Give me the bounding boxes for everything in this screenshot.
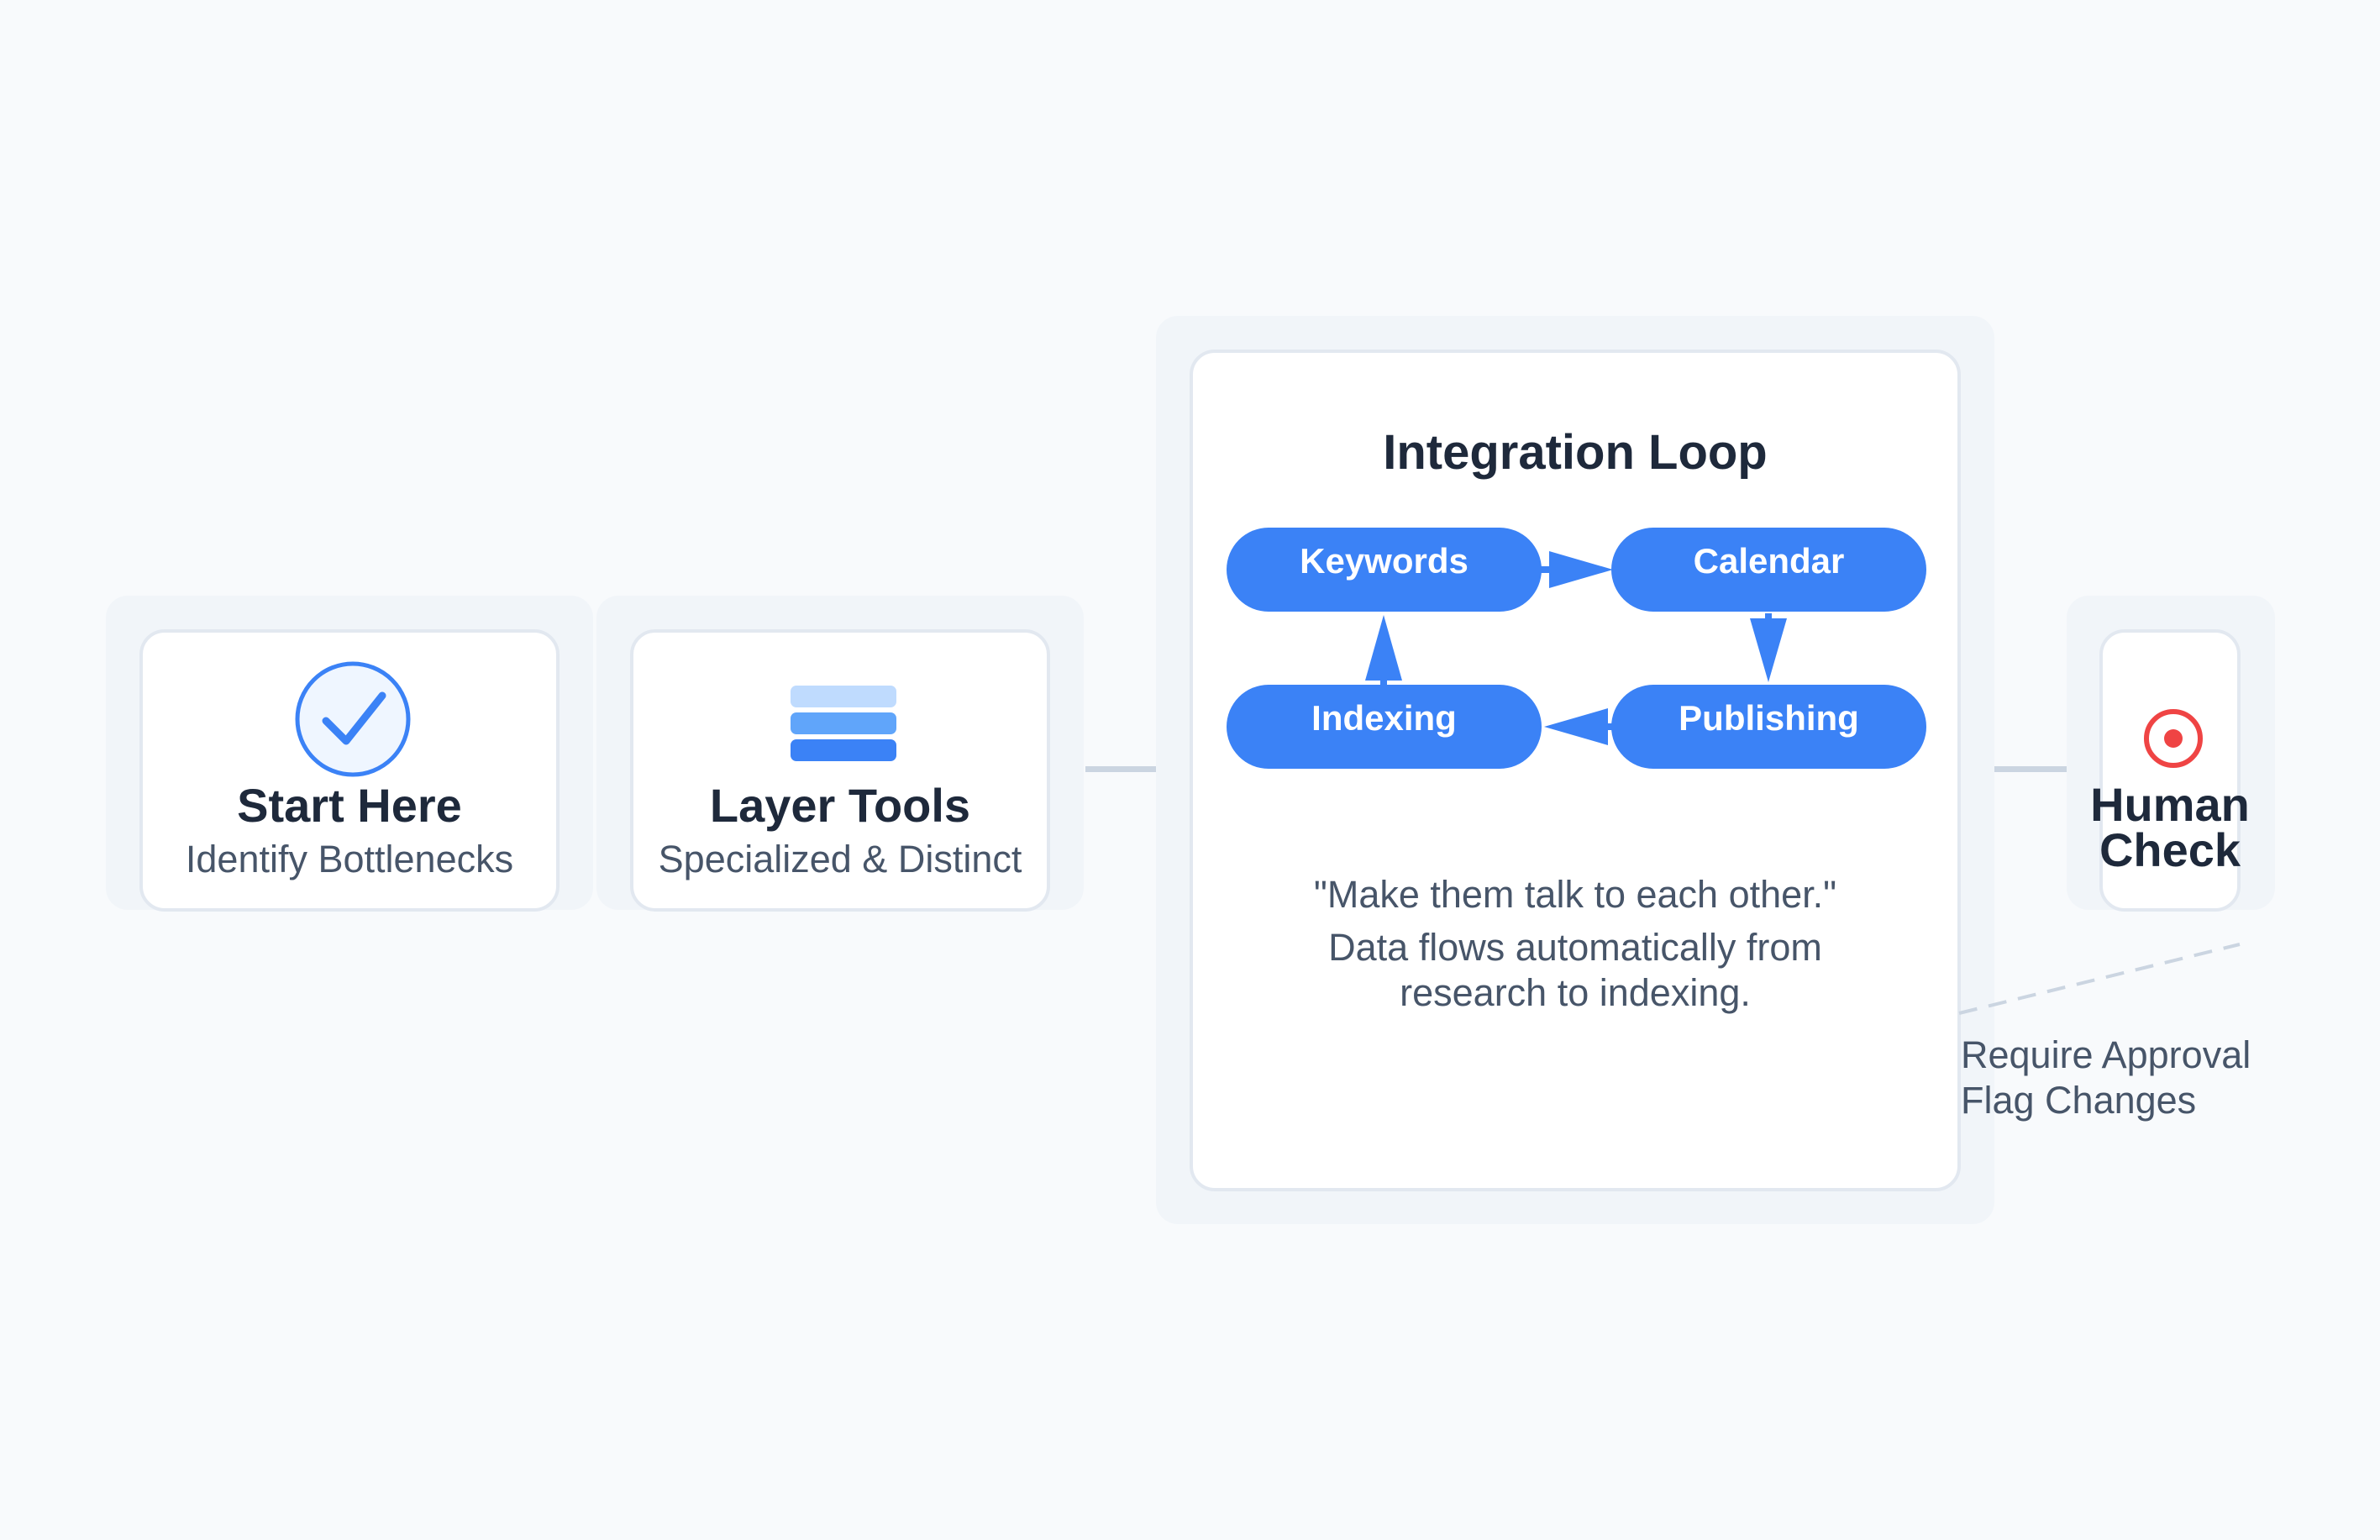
connector-loop-to-human: [1994, 766, 2069, 772]
annotation-leader-line: [1958, 943, 2241, 1015]
loop-quote: "Make them talk to each other.": [1313, 873, 1837, 916]
layer-node-subtitle: Specialized & Distinct: [658, 838, 1022, 880]
loop-description-line1: Data flows automatically from: [1328, 926, 1822, 969]
loop-arrows: [1365, 551, 1787, 745]
stack-icon: [791, 686, 896, 761]
layer-node-title: Layer Tools: [709, 779, 971, 832]
human-node-card[interactable]: [2099, 629, 2241, 912]
loop-step-publishing[interactable]: Publishing: [1611, 685, 1926, 769]
start-node-title: Start Here: [237, 779, 462, 832]
loop-step-calendar[interactable]: Calendar: [1611, 528, 1926, 612]
loop-step-keywords[interactable]: Keywords: [1227, 528, 1542, 612]
connector-layer-to-loop: [1085, 766, 1158, 772]
checkmark-circle-icon: [295, 661, 411, 777]
layer-node-card[interactable]: Layer Tools Specialized & Distinct: [630, 629, 1050, 912]
start-node-subtitle: Identify Bottlenecks: [185, 838, 514, 880]
loop-card: Integration Loop Keywords Calendar Publi…: [1190, 350, 1961, 1191]
human-node-title-line1: Human: [2090, 778, 2250, 831]
loop-description-line2: research to indexing.: [1400, 971, 1751, 1014]
target-icon: [2144, 709, 2203, 768]
annotation-line1: Require Approval: [1961, 1033, 2251, 1076]
start-node-card[interactable]: Start Here Identify Bottlenecks: [139, 629, 560, 912]
human-node-title-line2: Check: [2099, 823, 2241, 876]
loop-title: Integration Loop: [1383, 425, 1768, 480]
annotation-line2: Flag Changes: [1961, 1079, 2197, 1122]
loop-step-indexing[interactable]: Indexing: [1227, 685, 1542, 769]
